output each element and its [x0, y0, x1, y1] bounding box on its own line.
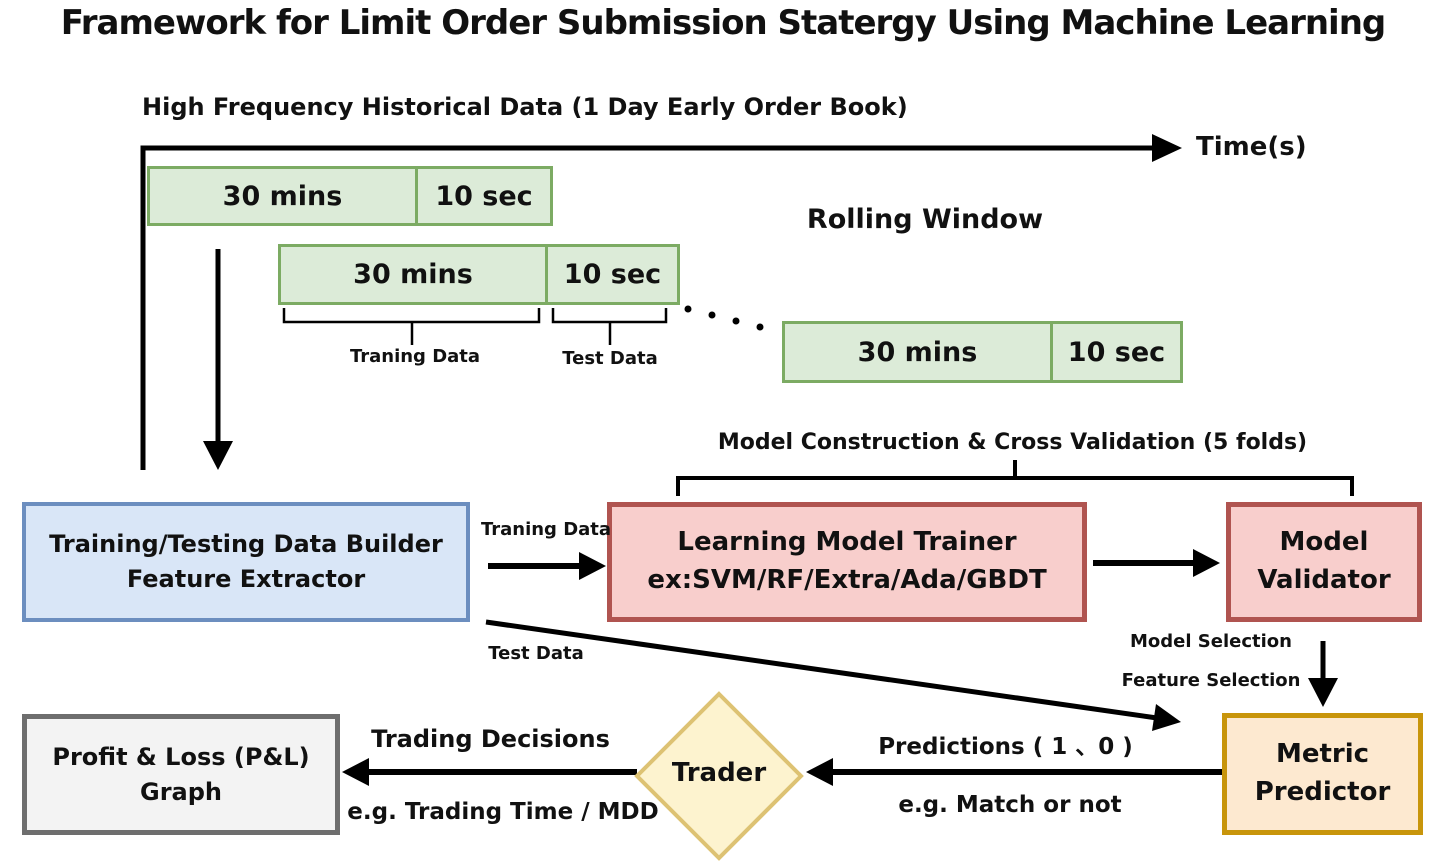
- model-validator-line2: Validator: [1257, 565, 1391, 595]
- metric-predictor-line1: Metric: [1275, 739, 1370, 770]
- data-builder-box: Training/Testing Data Builder Feature Ex…: [22, 502, 470, 622]
- predictions-arrowhead: [806, 758, 833, 786]
- model-trainer-box: Learning Model Trainer ex:SVM/RF/Extra/A…: [607, 502, 1087, 622]
- window-2-train-segment: 30 mins: [353, 259, 473, 290]
- decisions-arrowhead: [342, 758, 369, 786]
- test-data-brace-label: Test Data: [562, 348, 658, 369]
- page-title: Framework for Limit Order Submission Sta…: [60, 3, 1387, 43]
- time-axis-arrowhead: [1152, 134, 1182, 162]
- training-data-brace-label: Traning Data: [349, 346, 481, 367]
- pnl-graph-box: Profit & Loss (P&L) Graph: [22, 714, 340, 835]
- window-3-test-segment: 10 sec: [1049, 324, 1180, 380]
- window-row-1: 30 mins 10 sec: [147, 166, 553, 226]
- model-validator-box: Model Validator: [1226, 502, 1422, 622]
- pnl-line2: Graph: [140, 777, 222, 806]
- ellipsis-dot: [708, 311, 716, 319]
- historical-data-heading: High Frequency Historical Data (1 Day Ea…: [142, 93, 908, 121]
- history-down-arrowhead: [203, 441, 233, 470]
- window-row-3: 30 mins 10 sec: [782, 321, 1183, 383]
- match-or-not-label: e.g. Match or not: [898, 792, 1122, 818]
- pnl-line1: Profit & Loss (P&L): [52, 742, 310, 771]
- rolling-window-label: Rolling Window: [806, 204, 1044, 235]
- ellipsis-dot: [756, 323, 764, 331]
- model-trainer-line2: ex:SVM/RF/Extra/Ada/GBDT: [647, 565, 1047, 595]
- test-data-arrowhead: [1152, 704, 1181, 731]
- selection-down-arrowhead: [1308, 678, 1338, 707]
- test-data-brace: [551, 308, 668, 324]
- trader-label: Trader: [671, 758, 767, 788]
- metric-predictor-box: Metric Predictor: [1222, 713, 1423, 835]
- test-data-arrow-line: [485, 619, 1158, 721]
- window-1-test-segment: 10 sec: [415, 169, 550, 223]
- window-1-train-segment: 30 mins: [222, 180, 343, 212]
- metric-predictor-line2: Predictor: [1254, 777, 1391, 807]
- model-trainer-line1: Learning Model Trainer: [677, 527, 1017, 558]
- data-builder-line2: Feature Extractor: [126, 565, 366, 593]
- window-3-train-segment: 30 mins: [857, 336, 978, 368]
- cross-validation-bracket: [676, 476, 1354, 496]
- window-row-2: 30 mins 10 sec: [278, 244, 680, 305]
- window-2-test-segment: 10 sec: [544, 247, 677, 302]
- predictions-label: Predictions ( 1 、0 ): [878, 734, 1133, 760]
- model-validator-line1: Model: [1279, 527, 1369, 558]
- ellipsis-dot: [684, 305, 692, 313]
- data-builder-line1: Training/Testing Data Builder: [49, 530, 443, 559]
- training-data-arrow-label: Traning Data: [480, 519, 612, 540]
- trainer-to-validator-arrowhead: [1193, 549, 1220, 577]
- trading-decisions-label: Trading Decisions: [371, 725, 610, 753]
- feature-selection-label: Feature Selection: [1121, 670, 1301, 691]
- cross-validation-heading: Model Construction & Cross Validation (5…: [717, 430, 1308, 455]
- training-data-arrowhead: [579, 552, 606, 580]
- ellipsis-dot: [732, 317, 740, 325]
- model-selection-label: Model Selection: [1130, 631, 1292, 652]
- test-data-arrow-label: Test Data: [488, 643, 584, 664]
- time-axis-label: Time(s): [1196, 132, 1307, 162]
- trading-time-mdd-label: e.g. Trading Time / MDD: [347, 799, 659, 825]
- training-data-brace: [282, 308, 541, 324]
